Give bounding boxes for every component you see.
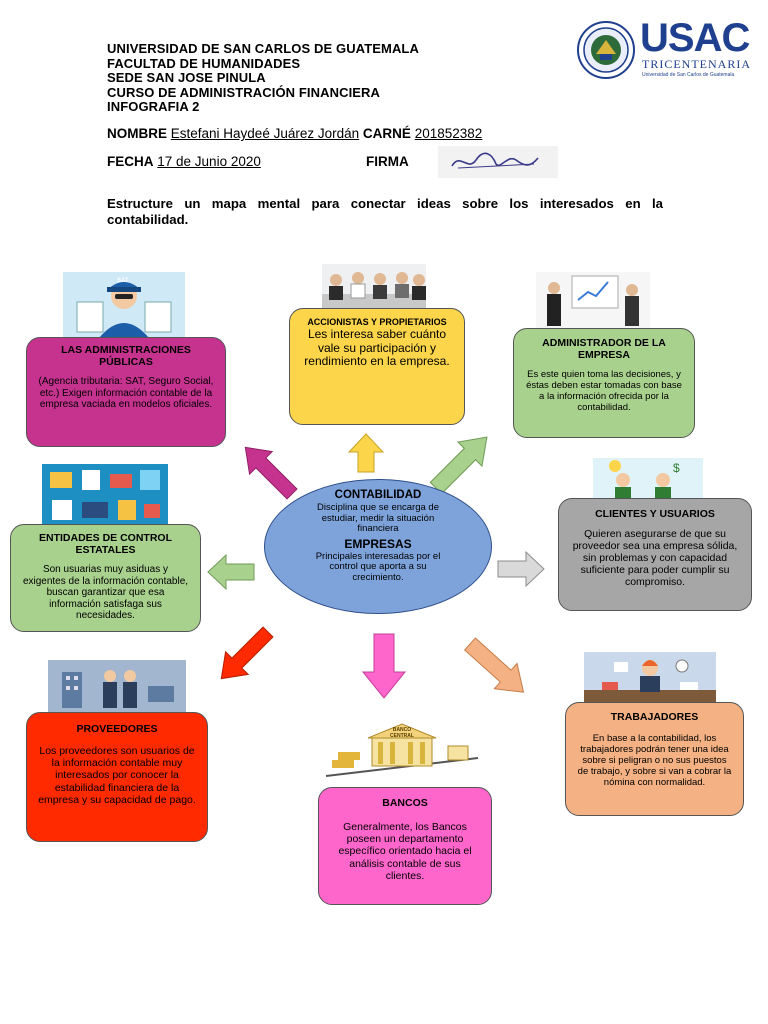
carne-value: 201852382 bbox=[414, 126, 483, 141]
manager-presentation-image bbox=[536, 272, 650, 328]
node-trabajadores-title: TRABAJADORES bbox=[610, 711, 699, 723]
name-label: NOMBRE bbox=[107, 126, 167, 141]
central-bank-image: BANCO CENTRAL bbox=[322, 716, 482, 784]
center-subtitle: EMPRESAS bbox=[344, 536, 412, 551]
signature-field: FIRMA bbox=[366, 154, 409, 169]
node-proveedores: PROVEEDORES Los proveedores son usuarios… bbox=[26, 712, 208, 842]
header-line-faculty: FACULTAD DE HUMANIDADES bbox=[107, 55, 301, 71]
node-admin-publicas-title: LAS ADMINISTRACIONES PÚBLICAS bbox=[61, 344, 191, 368]
state-control-infographic-image bbox=[42, 464, 168, 528]
name-field: NOMBRE Estefani Haydeé Juárez Jordán CAR… bbox=[107, 126, 482, 141]
node-administrador-text: Es este quien toma las decisiones, y ést… bbox=[526, 369, 682, 413]
node-accionistas-text: Les interesa saber cuánto vale su partic… bbox=[304, 327, 450, 368]
workers-multitask-image bbox=[584, 652, 716, 706]
header-line-campus: SEDE SAN JOSE PINULA bbox=[107, 70, 266, 85]
sat-officer-image: SAT bbox=[63, 272, 185, 338]
university-seal-icon bbox=[577, 21, 635, 79]
node-clientes-title: CLIENTES Y USUARIOS bbox=[595, 508, 715, 520]
sat-cap-label: SAT bbox=[117, 278, 129, 284]
arrow-to-entidades bbox=[207, 553, 255, 591]
node-administrador: ADMINISTRADOR DE LA EMPRESA Es este quie… bbox=[513, 328, 695, 438]
node-trabajadores: TRABAJADORES En base a la contabilidad, … bbox=[565, 702, 744, 816]
center-title: CONTABILIDAD bbox=[334, 489, 422, 501]
task-statement: Estructure un mapa mental para conectar … bbox=[107, 196, 663, 227]
logo-subtitle: TRICENTENARIA bbox=[642, 57, 751, 71]
node-proveedores-text: Los proveedores son usuarios de la infor… bbox=[38, 745, 196, 806]
node-clientes: CLIENTES Y USUARIOS Quieren asegurarse d… bbox=[558, 498, 752, 611]
shareholders-meeting-image bbox=[322, 264, 426, 308]
date-value: 17 de Junio 2020 bbox=[157, 154, 261, 169]
arrow-to-administrador bbox=[429, 436, 488, 495]
node-entidades: ENTIDADES DE CONTROL ESTATALES Son usuar… bbox=[10, 524, 201, 632]
signature-image bbox=[438, 146, 558, 178]
arrow-to-trabajadores bbox=[463, 637, 525, 693]
name-value: Estefani Haydeé Juárez Jordán bbox=[170, 126, 360, 141]
suppliers-handshake-image bbox=[48, 660, 186, 716]
usac-logo: USAC TRICENTENARIA Universidad de San Ca… bbox=[576, 16, 750, 84]
logo-tagline: Universidad de San Carlos de Guatemala bbox=[642, 72, 735, 78]
institution-header: UNIVERSIDAD DE SAN CARLOS DE GUATEMALA F… bbox=[107, 41, 419, 115]
node-entidades-title: ENTIDADES DE CONTROL ESTATALES bbox=[38, 532, 172, 556]
arrow-to-accionistas bbox=[347, 433, 385, 473]
arrow-to-bancos bbox=[361, 633, 407, 699]
arrow-to-admin-publicas bbox=[244, 446, 298, 500]
node-trabajadores-text: En base a la contabilidad, los trabajado… bbox=[577, 733, 732, 788]
node-accionistas: ACCIONISTAS Y PROPIETARIOS Les interesa … bbox=[289, 308, 465, 425]
center-definition: Disciplina que se encarga de estudiar, m… bbox=[317, 502, 439, 534]
logo-name: USAC bbox=[640, 16, 750, 60]
signature-scribble-icon bbox=[451, 152, 539, 169]
svg-text:$: $ bbox=[673, 461, 680, 475]
header-line-course: CURSO DE ADMINISTRACIÓN FINANCIERA bbox=[107, 84, 381, 100]
node-admin-publicas: LAS ADMINISTRACIONES PÚBLICAS (Agencia t… bbox=[26, 337, 226, 447]
carne-label: CARNÉ bbox=[362, 126, 411, 141]
arrow-to-proveedores bbox=[220, 626, 274, 680]
node-bancos-title: BANCOS bbox=[382, 797, 428, 809]
arrow-to-clientes bbox=[497, 550, 545, 588]
date-label: FECHA bbox=[107, 154, 154, 169]
node-entidades-text: Son usuarias muy asiduas y exigentes de … bbox=[22, 564, 189, 621]
center-contabilidad: CONTABILIDAD Disciplina que se encarga d… bbox=[264, 479, 492, 614]
node-clientes-text: Quieren asegurarse de que su proveedor s… bbox=[572, 528, 738, 588]
signature-label: FIRMA bbox=[366, 154, 409, 169]
header-line-university: UNIVERSIDAD DE SAN CARLOS DE GUATEMALA bbox=[107, 41, 419, 56]
center-subtext: Principales interesadas por el control q… bbox=[315, 550, 441, 583]
node-bancos-text: Generalmente, los Bancos poseen un depar… bbox=[338, 821, 472, 882]
node-administrador-title: ADMINISTRADOR DE LA EMPRESA bbox=[542, 337, 666, 361]
header-line-assignment: INFOGRAFIA 2 bbox=[107, 99, 200, 114]
date-field: FECHA 17 de Junio 2020 bbox=[107, 154, 261, 169]
node-admin-publicas-text: (Agencia tributaria: SAT, Seguro Social,… bbox=[38, 376, 214, 410]
node-proveedores-title: PROVEEDORES bbox=[76, 723, 158, 735]
node-accionistas-title: ACCIONISTAS Y PROPIETARIOS bbox=[307, 317, 447, 327]
node-bancos: BANCOS Generalmente, los Bancos poseen u… bbox=[318, 787, 492, 905]
bank-sign-label: BANCO CENTRAL bbox=[390, 727, 414, 739]
